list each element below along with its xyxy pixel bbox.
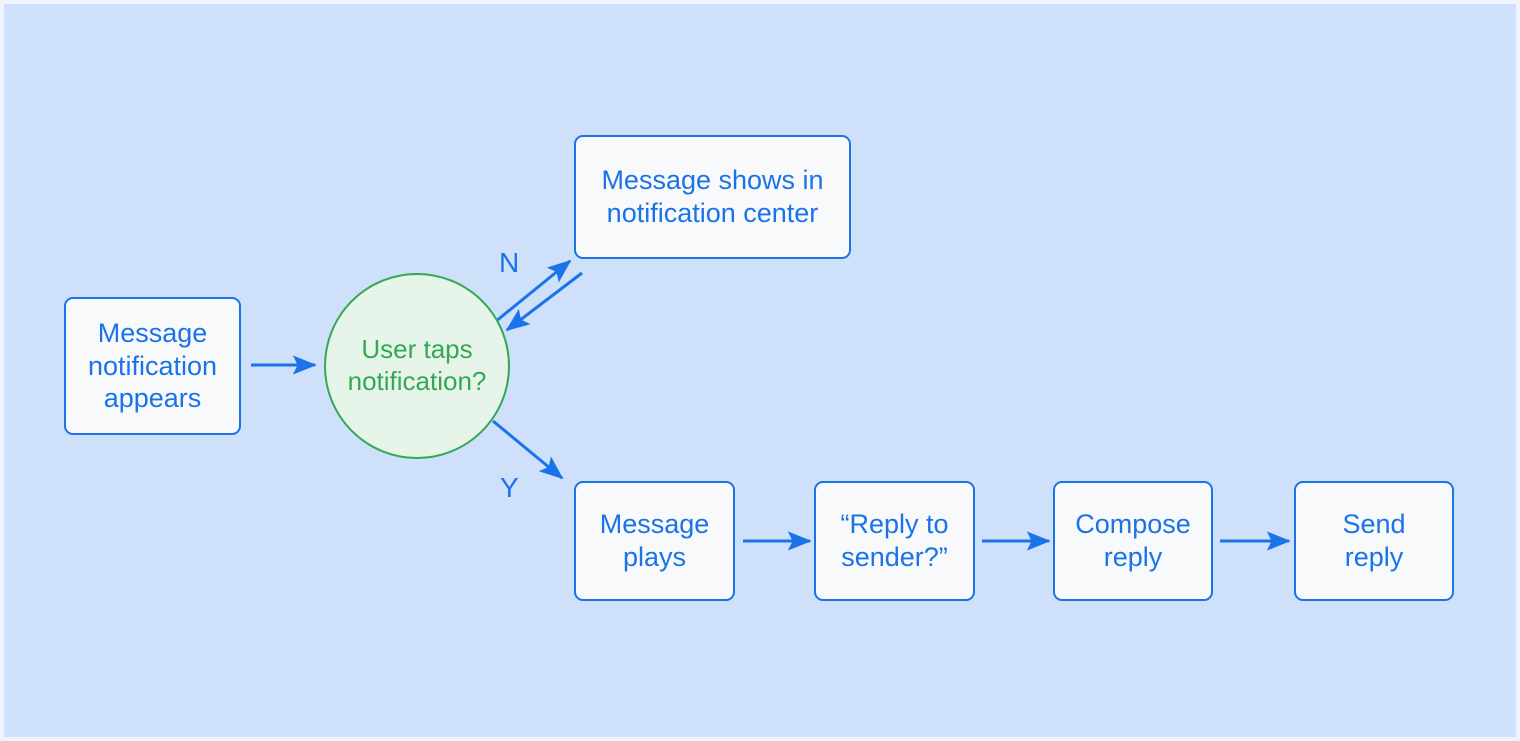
node-label: “Reply to sender?” [840, 509, 949, 572]
node-reply-to-sender[interactable]: “Reply to sender?” [814, 481, 975, 601]
node-label: Message plays [599, 509, 710, 572]
edge-notification-center-to-decision [505, 271, 583, 332]
node-user-taps-notification[interactable]: User taps notification? [324, 273, 510, 459]
edge-decision-to-message-plays [492, 419, 564, 480]
node-compose-reply[interactable]: Compose reply [1053, 481, 1213, 601]
node-message-notification-appears[interactable]: Message notification appears [64, 297, 241, 435]
edge-label-no: N [499, 247, 520, 278]
edge-label-yes: Y [500, 472, 519, 503]
node-label: Message notification appears [87, 317, 218, 414]
node-label: Send reply [1342, 509, 1406, 572]
node-label: Message shows in notification center [601, 165, 824, 228]
node-message-shows-in-notification-center[interactable]: Message shows in notification center [574, 135, 851, 259]
node-send-reply[interactable]: Send reply [1294, 481, 1454, 601]
node-label: Compose reply [1075, 509, 1191, 572]
node-message-plays[interactable]: Message plays [574, 481, 735, 601]
node-label: User taps notification? [347, 334, 487, 396]
